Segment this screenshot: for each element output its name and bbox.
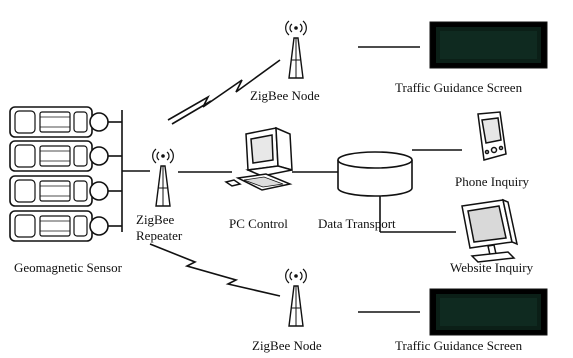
car-icon bbox=[9, 175, 93, 207]
geomagnetic-sensor-icon bbox=[89, 146, 109, 166]
zigbee-repeater-label-line2: Repeater bbox=[136, 228, 183, 243]
data-transport-label: Data Transport bbox=[318, 216, 396, 231]
antenna-icon bbox=[151, 148, 175, 207]
car-icon bbox=[9, 140, 93, 172]
antenna-icon bbox=[284, 268, 308, 327]
lightning-icon bbox=[167, 59, 281, 125]
zigbee-repeater-label-line1: ZigBee bbox=[136, 212, 174, 227]
lcd-monitor-icon bbox=[461, 198, 519, 263]
geomagnetic-sensor-icon bbox=[89, 181, 109, 201]
geomagnetic-sensor-icons bbox=[89, 112, 109, 236]
traffic-screen-bottom-label: Traffic Guidance Screen bbox=[395, 338, 523, 353]
phone-inquiry-label: Phone Inquiry bbox=[455, 174, 530, 189]
traffic-screen-top-label: Traffic Guidance Screen bbox=[395, 80, 523, 95]
pda-phone-icon bbox=[477, 111, 507, 161]
car-icon bbox=[9, 210, 93, 242]
zigbee-node-bottom-label: ZigBee Node bbox=[252, 338, 322, 353]
website-inquiry-label: Website Inquiry bbox=[450, 260, 534, 275]
car-icon bbox=[9, 106, 93, 138]
pc-control-label: PC Control bbox=[229, 216, 288, 231]
geomagnetic-sensor-label: Geomagnetic Sensor bbox=[14, 260, 123, 275]
traffic-guidance-screen-top-icon bbox=[429, 21, 548, 69]
zigbee-node-top-label: ZigBee Node bbox=[250, 88, 320, 103]
connection-lines bbox=[108, 46, 462, 313]
traffic-guidance-screen-bottom-icon bbox=[429, 288, 548, 336]
geomagnetic-sensor-icon bbox=[89, 216, 109, 236]
antenna-icon bbox=[284, 20, 308, 79]
geomagnetic-sensor-icon bbox=[89, 112, 109, 132]
parked-cars-group bbox=[9, 106, 93, 242]
database-icon bbox=[337, 151, 413, 197]
lightning-icon bbox=[149, 243, 281, 297]
pc-icon bbox=[224, 126, 293, 191]
